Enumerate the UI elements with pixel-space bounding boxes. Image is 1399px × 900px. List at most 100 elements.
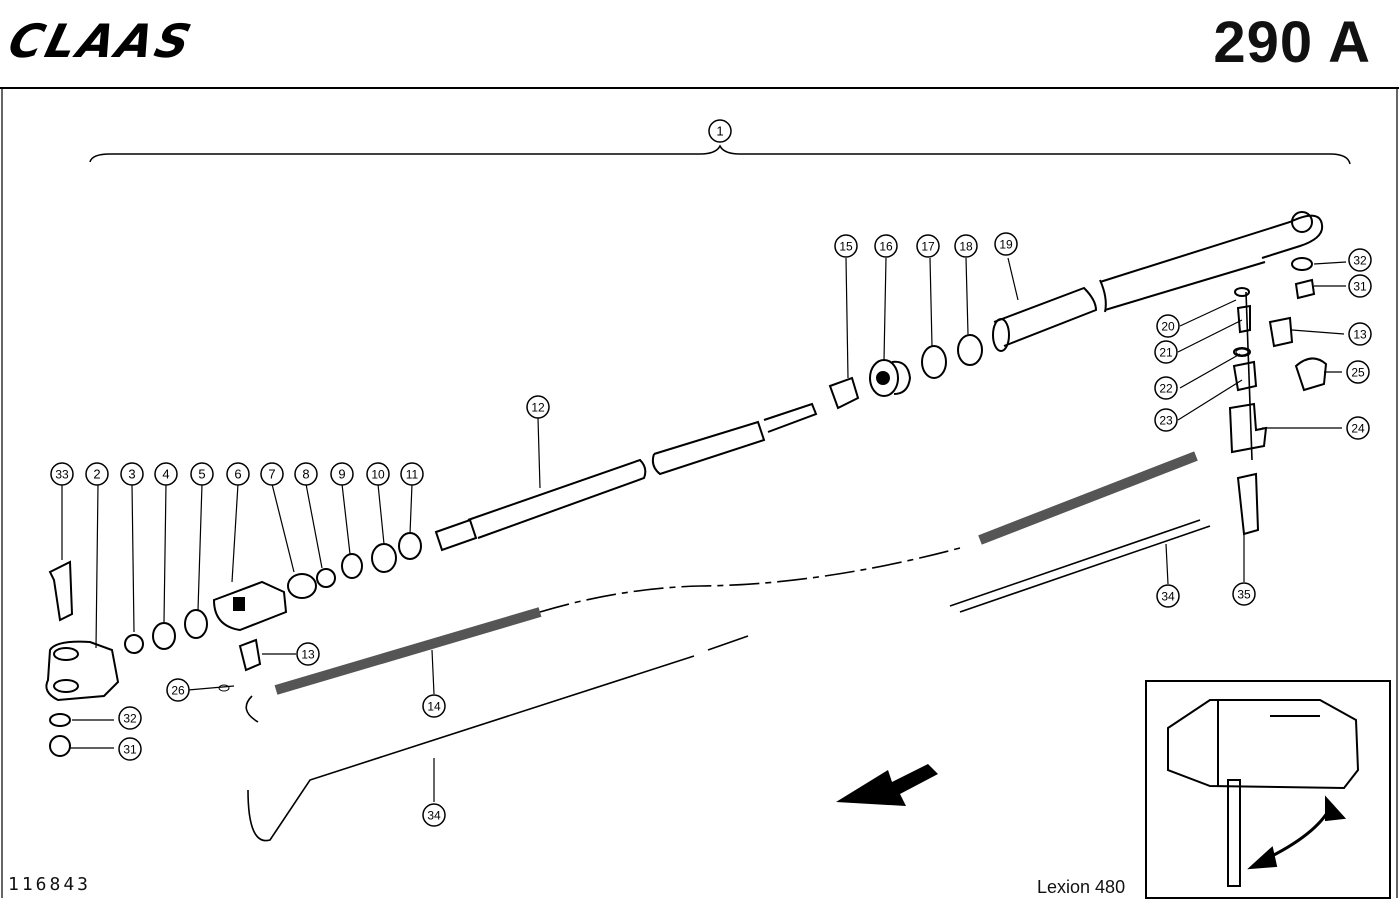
callout-22: 22 [1154,376,1178,400]
callout-21: 21 [1154,340,1178,364]
callout-number: 16 [879,240,893,254]
callout-34: 34 [422,803,446,827]
callout-9: 9 [330,462,354,486]
callout-number: 8 [302,467,309,482]
callout-number: 31 [123,743,137,757]
direction-arrow [836,764,938,806]
callout-circle [366,462,390,486]
callout-15: 15 [834,234,858,258]
callout-17: 17 [916,234,940,258]
cylinder-tube [992,211,1324,352]
ring-4 [152,622,176,650]
callout-3: 3 [120,462,144,486]
assembly-brace [89,144,1351,165]
callout-circle [1154,340,1178,364]
washer-32 [49,713,71,727]
rod-eye [45,640,120,702]
callout-14: 14 [422,694,446,718]
callout-6: 6 [226,462,250,486]
callout-circle [1232,582,1256,606]
callout-circle [118,706,142,730]
callout-number: 1 [716,124,723,139]
callout-number: 24 [1351,422,1365,436]
callout-20: 20 [1156,314,1180,338]
callout-13: 13 [296,642,320,666]
callout-number: 23 [1159,414,1173,428]
callout-4: 4 [154,462,178,486]
inset-sketch [1167,699,1360,887]
callout-circle [118,737,142,761]
callout-circle [85,462,109,486]
callout-number: 35 [1237,588,1251,602]
seal-18 [957,334,983,366]
callout-number: 3 [128,467,135,482]
pin [48,560,74,622]
callout-circle [1348,274,1372,298]
document-number: 116843 [8,874,92,895]
callout-circle [526,395,550,419]
callout-35: 35 [1232,582,1256,606]
callout-number: 9 [338,467,345,482]
callout-circle [916,234,940,258]
callout-circle [1346,416,1370,440]
callout-circle [1154,408,1178,432]
callout-number: 32 [1353,254,1367,268]
callout-circle [1156,584,1180,608]
ring-5 [184,609,208,639]
callout-16: 16 [874,234,898,258]
callout-18: 18 [954,234,978,258]
callout-circle [190,462,214,486]
callout-circle [294,462,318,486]
callout-33: 33 [50,462,74,486]
callout-circle [154,462,178,486]
callout-number: 34 [427,809,441,823]
callout-circle [1154,376,1178,400]
callout-circle [1346,360,1370,384]
callout-25: 25 [1346,360,1370,384]
callout-circle [1348,322,1372,346]
model-label: Lexion 480 [1037,877,1126,897]
callout-number: 18 [959,240,973,254]
callout-7: 7 [260,462,284,486]
callout-31: 31 [118,737,142,761]
callout-2: 2 [85,462,109,486]
callout-number: 13 [1353,328,1367,342]
callout-10: 10 [366,462,390,486]
callout-8: 8 [294,462,318,486]
callout-24: 24 [1346,416,1370,440]
callout-19: 19 [994,232,1018,256]
callout-number: 12 [531,401,545,415]
callout-circle [260,462,284,486]
inset-frame [1145,680,1391,899]
callout-number: 34 [1161,590,1175,604]
seal-7 [287,573,317,599]
callout-number: 21 [1159,346,1173,360]
callout-circle [330,462,354,486]
ring-8 [316,568,336,588]
callout-number: 19 [999,238,1013,252]
callout-34: 34 [1156,584,1180,608]
callout-23: 23 [1154,408,1178,432]
callout-circle [120,462,144,486]
callout-number: 14 [427,700,441,714]
callout-26: 26 [166,678,190,702]
page-number: 290 A [1213,10,1371,75]
nut-31 [49,735,71,757]
callout-13: 13 [1348,322,1372,346]
callout-31: 31 [1348,274,1372,298]
callout-circle [422,803,446,827]
callout-number: 4 [162,467,169,482]
callout-number: 15 [839,240,853,254]
callout-circle [708,119,732,143]
callout-circle [994,232,1018,256]
callout-5: 5 [190,462,214,486]
callout-number: 7 [268,467,275,482]
callout-32: 32 [1348,248,1372,272]
fitting-13 [238,638,262,672]
callout-32: 32 [118,706,142,730]
callout-circle [400,462,424,486]
callout-number: 26 [171,684,185,698]
callout-number: 31 [1353,280,1367,294]
